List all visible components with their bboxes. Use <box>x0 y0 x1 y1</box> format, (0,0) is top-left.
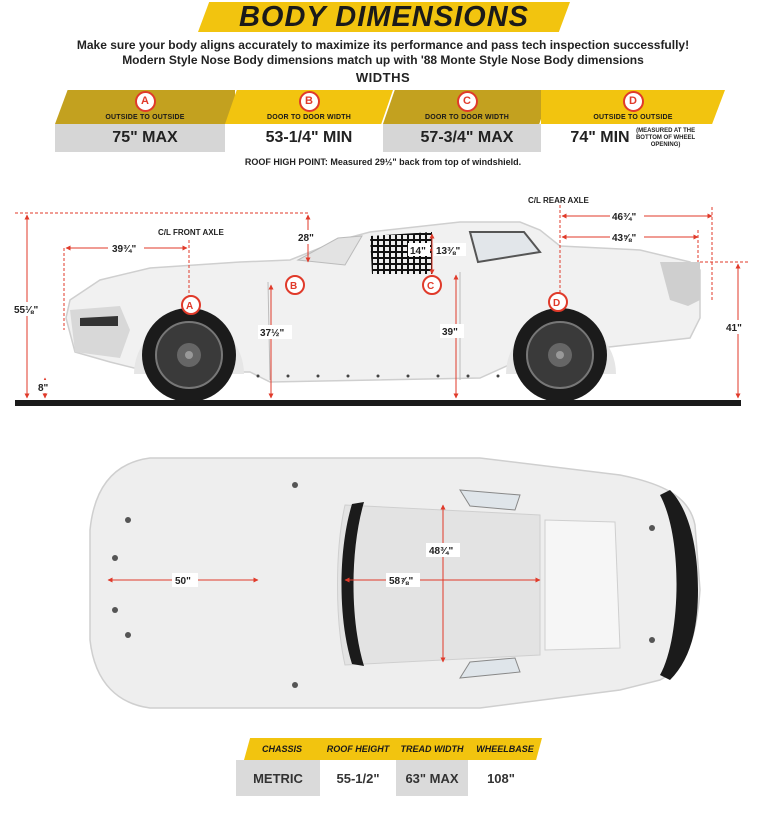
dim-door-front-height: 37½" <box>260 328 284 339</box>
spec-value-tread-width: 63" MAX <box>396 760 468 796</box>
width-value-d-text: 74" MIN <box>570 129 630 146</box>
dim-window-width: 14" <box>410 246 426 257</box>
dim-window-height: 13⅜" <box>436 246 460 257</box>
window-net <box>370 232 432 274</box>
label-front-axle: C/L FRONT AXLE <box>158 228 224 237</box>
width-value-b: 53-1/4" MIN <box>225 124 393 152</box>
dim-windshield: 28" <box>298 233 314 244</box>
width-value-d: 74" MIN (MEASURED AT THE BOTTOM OF WHEEL… <box>541 124 725 152</box>
width-column-a: A OUTSIDE TO OUTSIDE 75" MAX <box>55 90 235 152</box>
label-rear-axle: C/L REAR AXLE <box>528 196 590 205</box>
side-marker-a: A <box>181 295 201 315</box>
dim-overall-height: 55⅛" <box>14 305 38 316</box>
svg-text:D: D <box>553 298 560 309</box>
spec-value-chassis: METRIC <box>236 760 320 796</box>
svg-text:C: C <box>427 281 434 292</box>
side-markers: A B C D <box>181 275 568 315</box>
svg-text:A: A <box>186 301 193 312</box>
front-fascia <box>70 306 130 358</box>
dim-rear-deck-inner: 43⅝" <box>612 233 636 244</box>
width-label-d: OUTSIDE TO OUTSIDE <box>593 114 673 121</box>
windshield-top <box>341 502 364 666</box>
page-title: BODY DIMENSIONS <box>238 1 529 33</box>
side-view-diagram: 55⅛" 8" 39¾" C/L FRONT AXLE 28" 37½" 39"… <box>12 196 748 406</box>
windshield-side <box>296 235 363 266</box>
spec-value-roof-height: 55-1/2" <box>320 760 396 796</box>
width-column-b: B DOOR TO DOOR WIDTH 53-1/4" MIN <box>225 90 393 152</box>
door-rivets <box>256 374 500 378</box>
spec-header-tread-width: TREAD WIDTH <box>396 738 468 760</box>
widths-title: WIDTHS <box>355 70 411 85</box>
marker-d: D <box>622 91 644 112</box>
dim-roof-length: 58⅞" <box>389 576 413 587</box>
width-label-b: DOOR TO DOOR WIDTH <box>267 114 351 121</box>
dim-door-rear-height: 39" <box>442 327 458 338</box>
dim-hood-width: 50" <box>175 576 191 587</box>
top-view-diagram: 50" 58⅞" 48¾" <box>89 457 701 709</box>
hood-pins <box>112 482 655 688</box>
side-marker-b: B <box>285 275 305 295</box>
side-window-top-lower <box>459 657 521 679</box>
width-note-d: (MEASURED AT THE BOTTOM OF WHEEL OPENING… <box>635 127 696 148</box>
marker-b: B <box>298 91 320 112</box>
side-marker-c: C <box>422 275 442 295</box>
marker-a: A <box>134 91 156 112</box>
width-column-d: D OUTSIDE TO OUTSIDE 74" MIN (MEASURED A… <box>541 90 725 152</box>
roof-note: ROOF HIGH POINT: Measured 29½" back from… <box>244 157 522 167</box>
spec-header-roof-height: ROOF HEIGHT <box>320 738 396 760</box>
marker-c: C <box>456 91 478 112</box>
ground-line <box>15 400 741 406</box>
title-banner: BODY DIMENSIONS <box>198 2 570 32</box>
width-label-c: DOOR TO DOOR WIDTH <box>425 114 509 121</box>
front-grille <box>80 316 118 326</box>
spec-header-chassis: CHASSIS <box>244 738 320 760</box>
width-label-a: OUTSIDE TO OUTSIDE <box>105 114 185 121</box>
width-header-c: C DOOR TO DOOR WIDTH <box>383 90 551 124</box>
width-header-d: D OUTSIDE TO OUTSIDE <box>541 90 725 124</box>
width-value-c: 57-3/4" MAX <box>383 124 551 152</box>
intro-line-1: Make sure your body aligns accurately to… <box>76 38 690 52</box>
roof-top <box>337 504 541 666</box>
rear-side-window <box>468 231 542 264</box>
dim-ground-clearance: 8" <box>38 383 49 394</box>
dim-roof-width: 48¾" <box>429 546 453 557</box>
rear-bumper-top <box>660 490 698 680</box>
rear-wheel <box>513 308 607 402</box>
side-window-top-upper <box>459 489 521 511</box>
dim-front-overhang: 39¾" <box>112 244 136 255</box>
width-header-a: A OUTSIDE TO OUTSIDE <box>55 90 235 124</box>
svg-text:B: B <box>290 281 297 292</box>
rear-spoiler <box>660 262 700 306</box>
side-marker-d: D <box>548 292 568 312</box>
front-wheel <box>142 308 236 402</box>
specs-table: CHASSIS ROOF HEIGHT TREAD WIDTH WHEELBAS… <box>236 738 542 796</box>
width-column-c: C DOOR TO DOOR WIDTH 57-3/4" MAX <box>383 90 551 152</box>
width-header-b: B DOOR TO DOOR WIDTH <box>225 90 393 124</box>
rear-deck-top <box>544 519 621 651</box>
spec-value-wheelbase: 108" <box>468 760 534 796</box>
dim-rear-deck: 46¾" <box>612 212 636 223</box>
dim-rear-height: 41" <box>726 323 742 334</box>
width-value-a: 75" MAX <box>55 124 235 152</box>
spec-header-wheelbase: WHEELBASE <box>468 738 542 760</box>
widths-table: A OUTSIDE TO OUTSIDE 75" MAX B DOOR TO D… <box>55 90 725 152</box>
intro-line-2: Modern Style Nose Body dimensions match … <box>122 53 644 67</box>
